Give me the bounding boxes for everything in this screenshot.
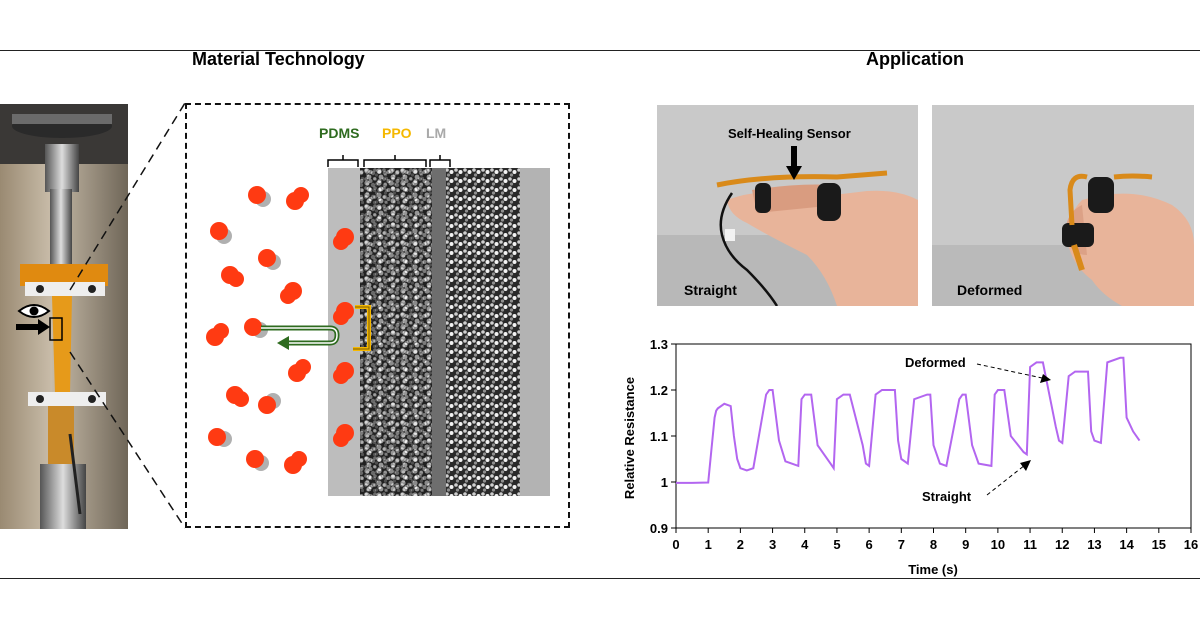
material-technology-heading: Material Technology (192, 49, 365, 69)
deformed-photo-label: Deformed (957, 282, 1023, 298)
annotation-straight: Straight (922, 489, 972, 504)
x-tick-label: 8 (930, 537, 937, 552)
straight-label: Straight (684, 282, 737, 298)
x-tick-label: 0 (672, 537, 679, 552)
x-tick-label: 5 (833, 537, 840, 552)
x-tick-label: 6 (866, 537, 873, 552)
material-detail-box (185, 103, 570, 528)
annotation-straight-arrowhead (1020, 460, 1031, 471)
y-tick-label: 1.1 (650, 429, 668, 444)
annotation-deformed-arrowhead (1040, 374, 1051, 383)
series-relative-resistance (676, 356, 1141, 484)
arrow-right-icon (16, 319, 52, 340)
x-tick-label: 2 (737, 537, 744, 552)
annotation-straight-arrow (986, 464, 1026, 496)
top-rule (0, 50, 1200, 51)
y-tick-label: 0.9 (650, 521, 668, 536)
arrow-down-icon (786, 146, 802, 187)
application-heading: Application (866, 49, 964, 69)
straight-finger-photo (657, 105, 918, 306)
x-axis-label: Time (s) (908, 562, 958, 577)
x-tick-label: 4 (801, 537, 809, 552)
x-tick-label: 14 (1119, 537, 1134, 552)
ppo-label: PPO (382, 125, 412, 141)
self-healing-sensor-label: Self-Healing Sensor (728, 126, 851, 141)
x-tick-label: 15 (1152, 537, 1166, 552)
x-tick-label: 10 (991, 537, 1005, 552)
layer-brackets (327, 155, 451, 167)
oxygen-particles (206, 186, 354, 474)
layer-cross-section (328, 168, 550, 496)
x-tick-label: 9 (962, 537, 969, 552)
y-tick-label: 1 (661, 475, 668, 490)
x-tick-label: 7 (898, 537, 905, 552)
x-tick-label: 1 (705, 537, 712, 552)
diffusion-arrow (261, 325, 340, 346)
pdms-label: PDMS (319, 125, 360, 141)
x-tick-label: 11 (1023, 537, 1037, 552)
annotation-deformed: Deformed (905, 355, 966, 370)
x-tick-label: 12 (1055, 537, 1069, 552)
eye-icon (17, 302, 51, 325)
ppo-bracket (353, 305, 371, 351)
x-tick-label: 13 (1087, 537, 1101, 552)
y-tick-label: 1.2 (650, 383, 668, 398)
particle-diagram (206, 186, 371, 474)
tensile-test-photo (0, 104, 128, 529)
x-tick-label: 3 (769, 537, 776, 552)
x-tick-label: 16 (1184, 537, 1198, 552)
deformed-finger-photo (932, 105, 1194, 306)
bottom-rule (0, 578, 1200, 579)
y-axis-label: Relative Resistance (622, 377, 637, 499)
lm-label: LM (426, 125, 447, 141)
y-tick-label: 1.3 (650, 337, 668, 352)
